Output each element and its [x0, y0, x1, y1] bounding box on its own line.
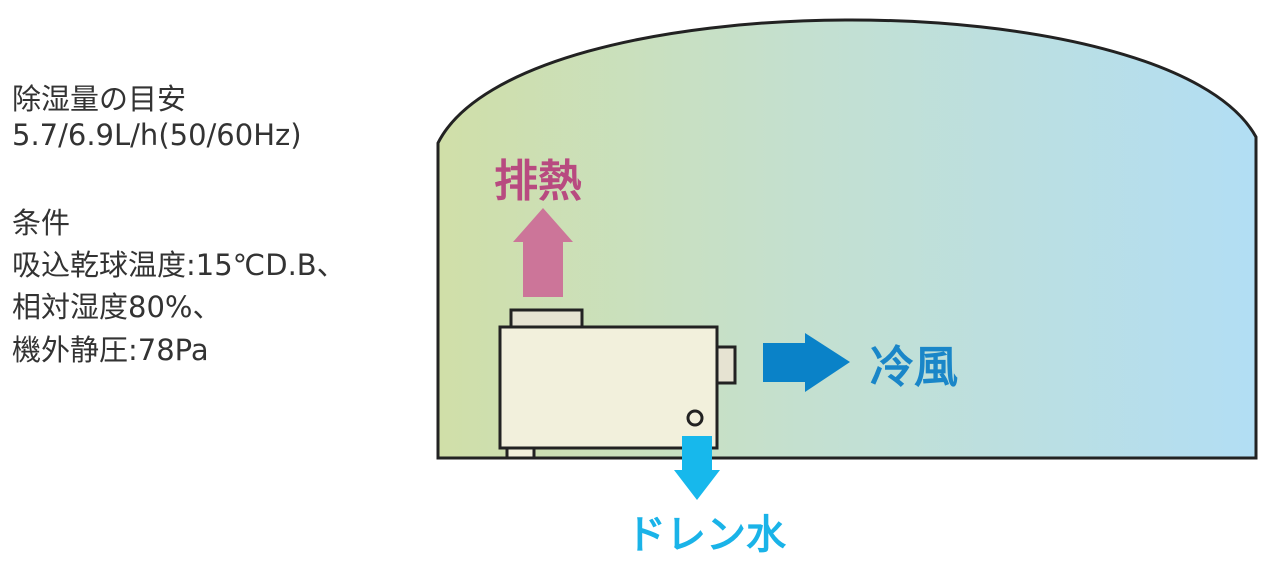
drain-arrow-icon [674, 436, 720, 500]
cool-air-arrow-icon [763, 333, 850, 392]
dehumidify-title: 除湿量の目安 [12, 82, 187, 116]
cool-air-label: 冷風 [870, 342, 958, 393]
exhaust-arrow-icon [513, 208, 573, 297]
dehumidifier-unit [498, 308, 737, 460]
capacity-value: 5.7/6.9L/h(50/60Hz) [12, 118, 302, 152]
condition-humidity: 相対湿度80%、 [12, 290, 222, 324]
condition-pressure: 機外静圧:78Pa [12, 333, 209, 367]
conditions-heading: 条件 [12, 206, 71, 240]
condition-temp: 吸込乾球温度:15℃D.B、 [12, 248, 346, 282]
drain-water-label: ドレン水 [626, 512, 787, 558]
exhaust-heat-label: 排熱 [494, 156, 582, 207]
